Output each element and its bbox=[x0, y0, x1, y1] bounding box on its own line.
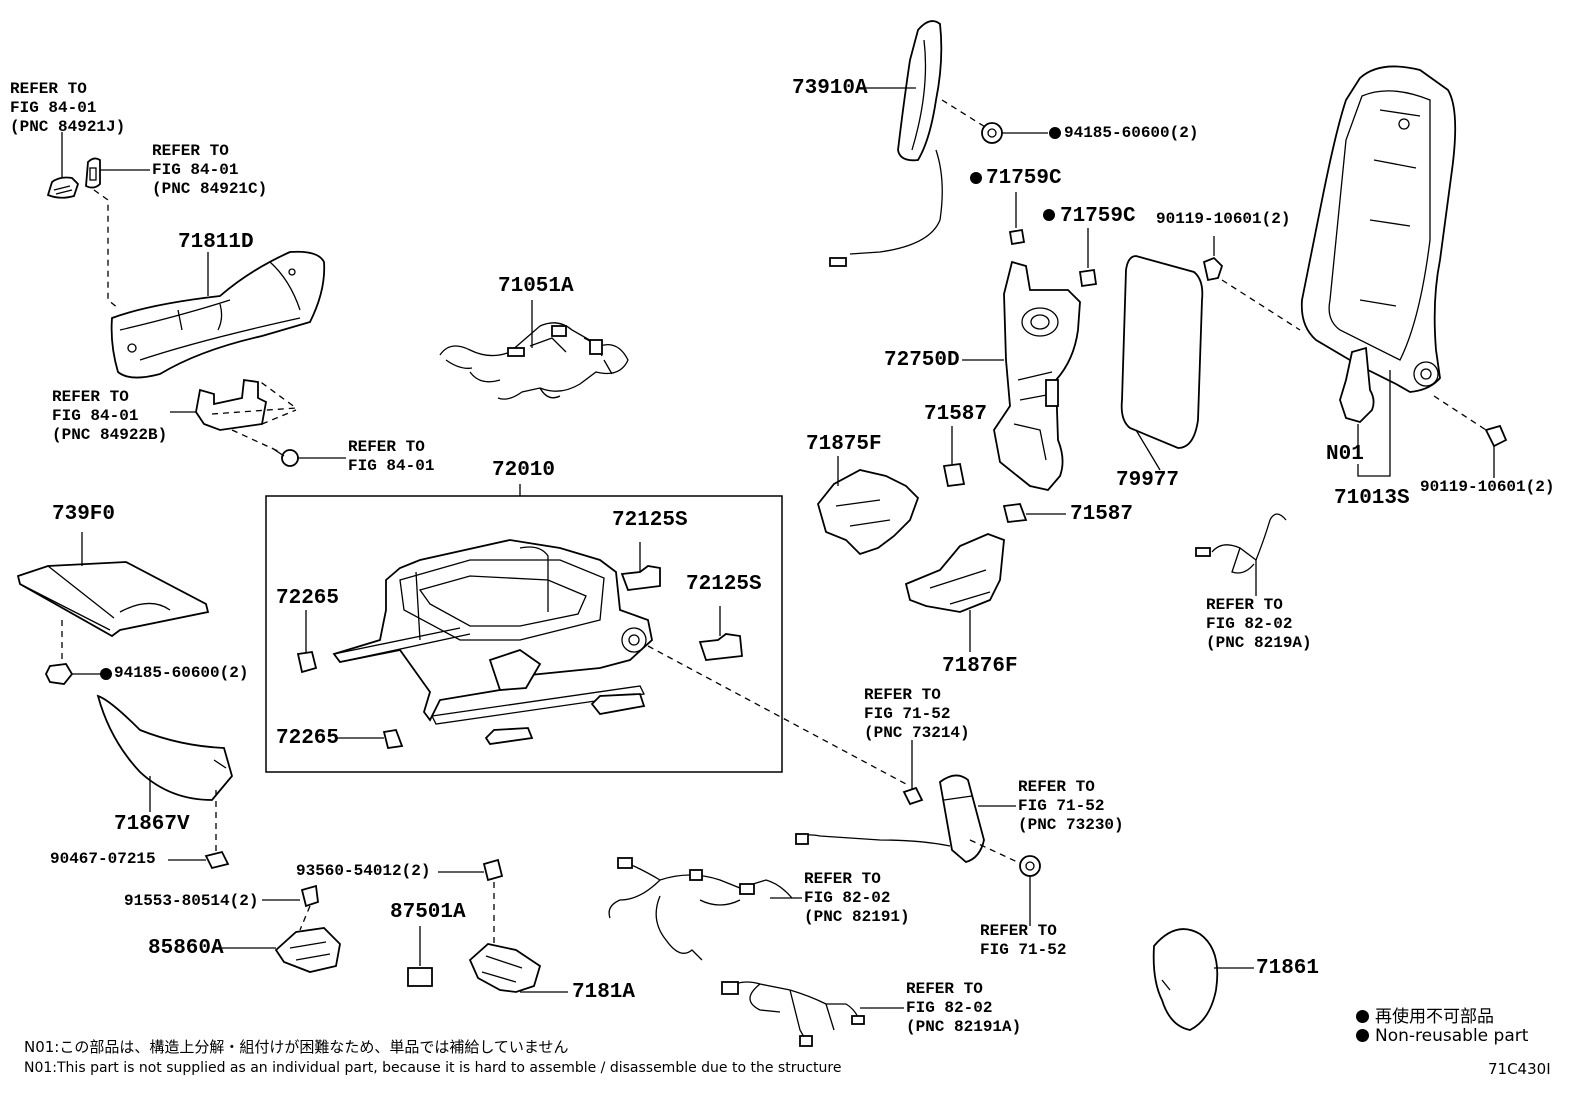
nut-71-52 bbox=[1019, 855, 1041, 877]
cover-739F0 bbox=[16, 561, 210, 638]
clip-72265-1 bbox=[296, 650, 318, 674]
pad-79977 bbox=[1120, 255, 1204, 449]
label-71867V: 71867V bbox=[114, 813, 190, 836]
cover-71861 bbox=[1152, 928, 1219, 1031]
motor-73230 bbox=[795, 774, 985, 863]
label-71587-2: 71587 bbox=[1070, 503, 1134, 526]
bracket-7181A bbox=[468, 943, 542, 993]
label-ref-84921C: REFER TO FIG 84-01 (PNC 84921C) bbox=[152, 142, 268, 198]
label-71876F: 71876F bbox=[942, 655, 1018, 678]
bracket-85860A bbox=[274, 927, 341, 973]
label-72750D: 72750D bbox=[884, 349, 960, 372]
cover-71875F bbox=[817, 469, 920, 556]
label-71811D: 71811D bbox=[178, 231, 254, 254]
label-71861: 71861 bbox=[1256, 957, 1320, 980]
label-73910A: 73910A bbox=[792, 77, 868, 100]
label-71759C-2: 71759C bbox=[1060, 205, 1136, 228]
airbag-73910A bbox=[829, 20, 943, 267]
label-ref-84922B: REFER TO FIG 84-01 (PNC 84922B) bbox=[52, 388, 168, 444]
non-reusable-dot-icon bbox=[1356, 1010, 1369, 1023]
label-94185-left: 94185-60600(2) bbox=[114, 664, 249, 682]
label-7181A: 7181A bbox=[572, 981, 636, 1004]
bracket-84922B bbox=[195, 378, 298, 431]
clip-87501A bbox=[407, 967, 433, 987]
bolt-93560 bbox=[482, 858, 504, 882]
nut-71759C-1 bbox=[1008, 228, 1026, 246]
label-72265-1: 72265 bbox=[276, 587, 340, 610]
frame-71013S bbox=[1300, 65, 1457, 393]
clip-71587-1 bbox=[942, 463, 966, 487]
clip-73214 bbox=[902, 786, 924, 806]
motor-N01 bbox=[1339, 346, 1375, 424]
clip-90467 bbox=[204, 850, 230, 870]
screw-84-01 bbox=[271, 447, 299, 467]
assembly-box-72010 bbox=[265, 495, 783, 773]
label-71759C-1: 71759C bbox=[986, 167, 1062, 190]
label-ref-84921J: REFER TO FIG 84-01 (PNC 84921J) bbox=[10, 80, 126, 136]
note-jp: N01:この部品は、構造上分解・組付けが困難なため、単品では補給していません bbox=[24, 1038, 569, 1056]
nut-71759C-2 bbox=[1078, 268, 1098, 288]
nut-94185-top bbox=[981, 122, 1003, 144]
cover-71867V bbox=[96, 694, 233, 801]
label-ref-73230: REFER TO FIG 71-52 (PNC 73230) bbox=[1018, 778, 1124, 834]
bolt-90119-top bbox=[1202, 256, 1224, 282]
label-ref-73214: REFER TO FIG 71-52 (PNC 73214) bbox=[864, 686, 970, 742]
label-71051A: 71051A bbox=[498, 275, 574, 298]
switch-84921C bbox=[85, 157, 101, 189]
label-N01: N01 bbox=[1326, 443, 1364, 466]
label-739F0: 739F0 bbox=[52, 503, 116, 526]
label-72010: 72010 bbox=[492, 459, 556, 482]
label-72125S-2: 72125S bbox=[686, 573, 762, 596]
label-93560: 93560-54012(2) bbox=[296, 862, 431, 880]
recliner-72750D bbox=[993, 260, 1081, 491]
label-ref-82191: REFER TO FIG 82-02 (PNC 82191) bbox=[804, 870, 910, 926]
knob-84921J bbox=[46, 176, 80, 199]
label-90467: 90467-07215 bbox=[50, 850, 156, 868]
bolt-90119-bottom bbox=[1484, 424, 1508, 448]
harness-82191A bbox=[721, 981, 865, 1047]
label-71587-1: 71587 bbox=[924, 403, 988, 426]
legend-en: Non-reusable part bbox=[1356, 1026, 1528, 1046]
label-72125S-1: 72125S bbox=[612, 509, 688, 532]
nut-94185-left bbox=[44, 663, 74, 685]
label-79977: 79977 bbox=[1116, 469, 1180, 492]
clip-71587-2 bbox=[1002, 503, 1028, 523]
label-71013S: 71013S bbox=[1334, 487, 1410, 510]
label-90119-top: 90119-10601(2) bbox=[1156, 210, 1291, 228]
harness-82191 bbox=[608, 857, 793, 961]
legend-jp-text: 再使用不可部品 bbox=[1375, 1007, 1494, 1027]
harness-71051A bbox=[439, 322, 629, 400]
legend-jp: 再使用不可部品 bbox=[1356, 1002, 1494, 1027]
label-94185-top: 94185-60600(2) bbox=[1064, 124, 1199, 142]
adjuster-72010 bbox=[332, 539, 653, 745]
bolt-91553 bbox=[300, 884, 319, 908]
clip-72265-2 bbox=[382, 728, 404, 750]
label-ref-82191A: REFER TO FIG 82-02 (PNC 82191A) bbox=[906, 980, 1022, 1036]
note-en: N01:This part is not supplied as an indi… bbox=[24, 1060, 842, 1076]
figure-id: 71C430I bbox=[1488, 1060, 1551, 1078]
harness-8219A bbox=[1195, 513, 1287, 574]
non-reusable-dot-icon bbox=[1356, 1029, 1369, 1042]
label-ref-84-01: REFER TO FIG 84-01 bbox=[348, 438, 435, 475]
label-ref-71-52: REFER TO FIG 71-52 bbox=[980, 922, 1067, 959]
legend-en-text: Non-reusable part bbox=[1375, 1026, 1529, 1046]
label-71875F: 71875F bbox=[806, 433, 882, 456]
label-85860A: 85860A bbox=[148, 937, 224, 960]
label-87501A: 87501A bbox=[390, 901, 466, 924]
label-ref-8219A: REFER TO FIG 82-02 (PNC 8219A) bbox=[1206, 596, 1312, 652]
label-72265-2: 72265 bbox=[276, 727, 340, 750]
bracket-72125S-1 bbox=[620, 565, 661, 591]
bracket-72125S-2 bbox=[698, 633, 743, 661]
label-90119-bottom: 90119-10601(2) bbox=[1420, 478, 1555, 496]
label-91553: 91553-80514(2) bbox=[124, 892, 259, 910]
shield-71811D bbox=[110, 250, 326, 379]
cover-71876F bbox=[904, 533, 1005, 613]
